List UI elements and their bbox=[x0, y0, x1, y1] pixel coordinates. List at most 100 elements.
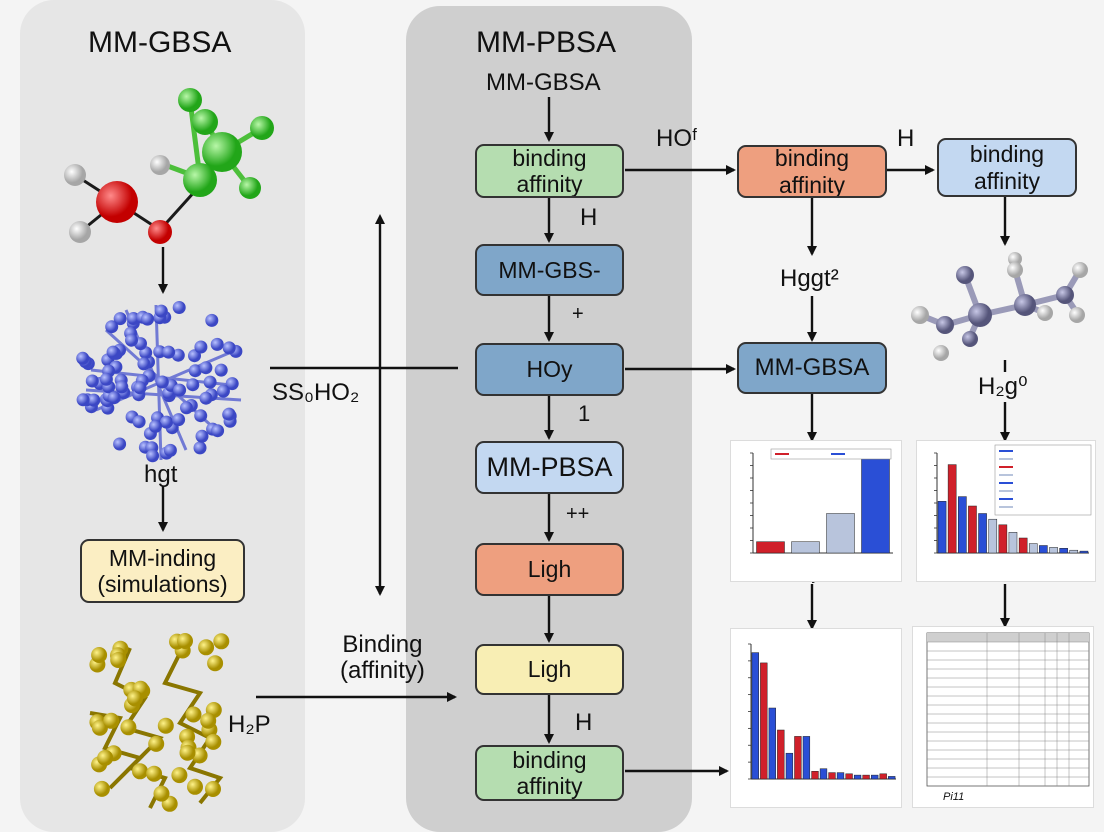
blue-atom bbox=[107, 391, 121, 405]
chart-2-bar bbox=[1008, 532, 1018, 554]
orange-box-line2: affinity bbox=[778, 171, 846, 198]
blue-atom bbox=[194, 409, 208, 423]
blue-atom bbox=[132, 415, 146, 429]
box-mm-inding-line1: MM-inding bbox=[108, 544, 217, 571]
chart-3-bar bbox=[794, 736, 802, 780]
chart-1-svg bbox=[750, 448, 893, 554]
label-binding-affinity: Binding (affinity) bbox=[340, 631, 425, 685]
center-box-1-line1: binding bbox=[512, 144, 587, 171]
chart-2-bar bbox=[1039, 545, 1048, 554]
left-panel-title: MM-GBSA bbox=[88, 26, 232, 59]
gold-atom bbox=[127, 690, 143, 707]
blue-atom bbox=[162, 345, 176, 359]
blue-atom bbox=[172, 301, 186, 314]
blue-atom bbox=[155, 375, 169, 389]
gold-atom bbox=[171, 767, 188, 784]
molecule-green-red bbox=[64, 88, 274, 244]
table-caption: Pi11 bbox=[943, 791, 965, 803]
chart-1-bar bbox=[756, 541, 785, 554]
blue-atom bbox=[188, 364, 202, 378]
chart-3-bar bbox=[845, 773, 853, 780]
gold-atom bbox=[177, 633, 193, 649]
blue-atom bbox=[225, 377, 239, 391]
chart-2-bar bbox=[1079, 550, 1089, 554]
gold-atom bbox=[205, 733, 222, 750]
center-box-1-line2: affinity bbox=[516, 171, 583, 197]
blue-atom bbox=[172, 413, 186, 427]
gold-atom bbox=[103, 712, 120, 729]
blue-atom bbox=[214, 363, 228, 377]
molecule-gray bbox=[911, 252, 1088, 361]
blue-atom bbox=[154, 304, 168, 318]
chart-3-bar bbox=[888, 776, 896, 780]
gold-atom bbox=[191, 747, 208, 764]
molecule-blue-cluster bbox=[76, 301, 243, 463]
gold-atom bbox=[91, 647, 108, 663]
blue-atom bbox=[125, 333, 138, 347]
data-table-figure: Pi11 bbox=[912, 626, 1094, 808]
label-h2g0: H₂g⁰ bbox=[978, 373, 1028, 400]
blue-atom bbox=[113, 437, 127, 451]
center-box-mm-gbs: MM-GBS- bbox=[475, 244, 624, 296]
box-mm-inding-line2: (simulations) bbox=[97, 571, 228, 597]
blue-atom bbox=[186, 378, 200, 392]
blue-box-line2: affinity bbox=[973, 167, 1041, 194]
chart-3 bbox=[730, 628, 902, 808]
label-hggt: Hggt² bbox=[780, 265, 839, 292]
chart-2-bar bbox=[937, 501, 947, 554]
label-h2p: H₂P bbox=[228, 711, 271, 738]
gold-atom bbox=[148, 735, 165, 752]
center-box-7-line1: binding bbox=[512, 746, 587, 773]
blue-atom bbox=[106, 345, 120, 359]
blue-atom bbox=[222, 341, 236, 355]
gold-atom bbox=[185, 706, 202, 723]
blue-atom bbox=[87, 393, 101, 407]
gold-atom bbox=[187, 778, 203, 795]
orange-box-line1: binding bbox=[774, 145, 850, 172]
label-plus: + bbox=[572, 303, 584, 325]
chart-3-bar bbox=[819, 768, 828, 780]
label-hof: HOᶠ bbox=[656, 125, 698, 152]
center-box-ligh-2: Ligh bbox=[475, 644, 624, 695]
blue-atom bbox=[105, 320, 119, 334]
gold-atom bbox=[200, 712, 217, 729]
blue-atom bbox=[76, 351, 90, 365]
blue-atom bbox=[133, 381, 147, 395]
chart-3-bar bbox=[828, 772, 836, 780]
chart-2 bbox=[916, 440, 1096, 582]
blue-atom bbox=[76, 393, 90, 407]
chart-3-svg bbox=[748, 643, 896, 780]
chart-3-bar bbox=[785, 752, 794, 780]
blue-atom bbox=[160, 415, 173, 429]
chart-3-bar bbox=[871, 774, 879, 780]
label-h-right: H bbox=[897, 125, 915, 152]
blue-atom bbox=[195, 429, 209, 443]
chart-2-bar bbox=[1049, 547, 1058, 554]
chart-2-bar bbox=[947, 464, 957, 554]
center-box-mm-pbsa: MM-PBSA bbox=[475, 441, 624, 494]
blue-atom bbox=[137, 357, 151, 371]
center-box-hoy: HOy bbox=[475, 343, 624, 396]
gold-atom bbox=[153, 785, 170, 802]
label-binding-line2: (affinity) bbox=[340, 657, 425, 685]
blue-atom bbox=[203, 375, 217, 389]
chart-3-bar bbox=[751, 652, 759, 780]
chart-2-bar bbox=[968, 505, 977, 554]
chart-3-bar bbox=[760, 662, 768, 780]
gold-atom bbox=[207, 655, 224, 672]
gold-atom bbox=[110, 652, 127, 668]
chart-2-bar bbox=[1059, 548, 1068, 554]
gold-atom bbox=[146, 765, 163, 782]
label-one: 1 bbox=[578, 401, 591, 426]
blue-atom bbox=[146, 449, 160, 463]
gold-atom bbox=[157, 717, 174, 734]
blue-atom bbox=[205, 313, 219, 327]
chart-3-bar bbox=[768, 707, 776, 780]
chart-3-bar bbox=[811, 771, 819, 780]
blue-atom bbox=[193, 441, 207, 455]
chart-3-bar bbox=[862, 774, 870, 780]
